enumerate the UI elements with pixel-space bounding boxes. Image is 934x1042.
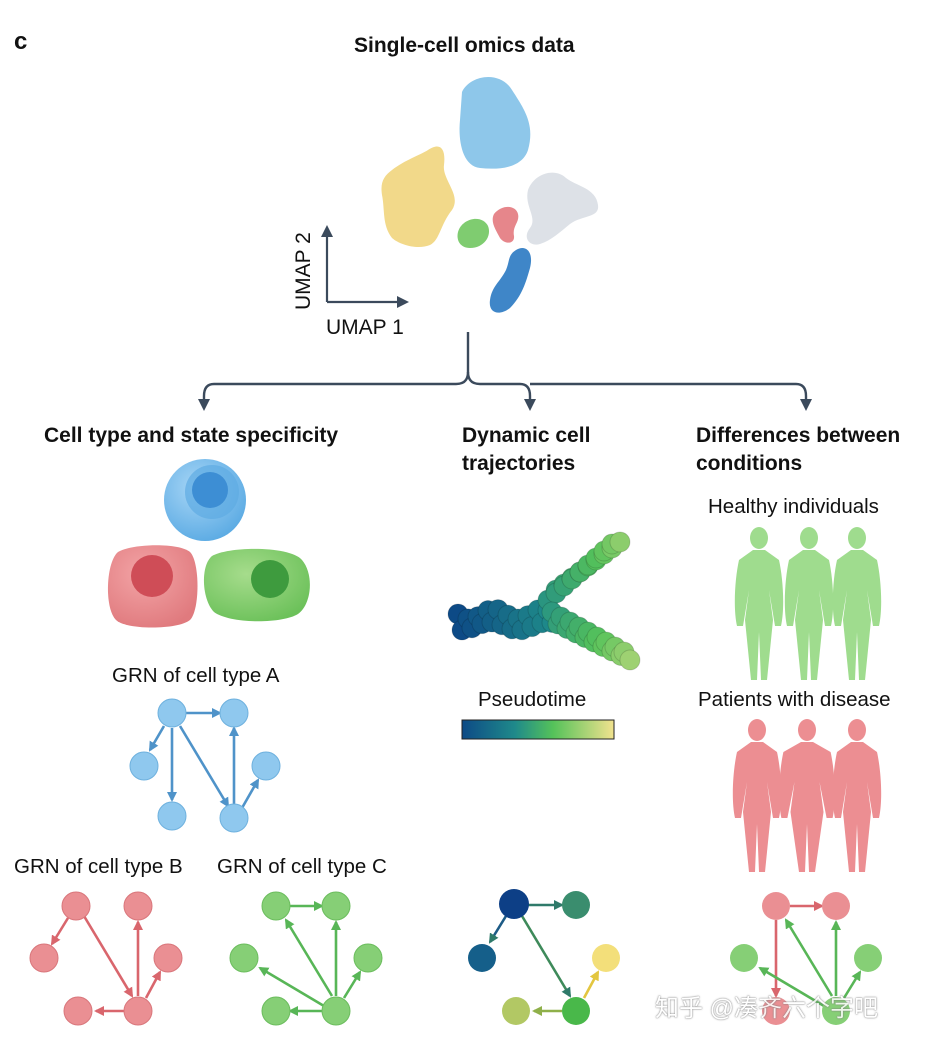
patient-figures [732,719,882,872]
human-figure-icon [832,527,882,680]
umap-y-label: UMAP 2 [292,232,315,310]
cluster-blue [459,77,531,169]
branch-title-trajectories-line2: trajectories [462,452,576,475]
grn-condition-nodes [730,892,882,1025]
branch-title-conditions-line2: conditions [696,452,803,475]
human-figure-icon [732,719,782,872]
umap-x-label: UMAP 1 [326,316,404,339]
panel-label: c [14,28,28,55]
grn-c-network [258,901,362,1016]
cluster-yellow [381,146,455,248]
grn-trajectory-nodes [468,889,620,1025]
grn-condition-network [758,901,862,1008]
pseudotime-colorbar [461,719,615,740]
trajectory-icon [447,531,641,671]
cell-icon-blue [164,459,246,541]
grn-a-nodes [129,698,281,833]
grn-c-nodes [229,891,383,1026]
cluster-green [457,218,490,248]
grn-a-label: GRN of cell type A [112,664,280,687]
branch-title-conditions: Differences between conditions [696,422,900,478]
human-figure-icon [734,527,784,680]
branch-title-conditions-line1: Differences between [696,424,901,447]
branch-title-trajectories-line1: Dynamic cell [462,424,591,447]
grn-a-network [148,708,260,809]
pseudotime-label: Pseudotime [478,688,587,711]
human-figure-icon [784,527,834,680]
watermark: 知乎 @凑齐六个字吧 [655,995,879,1022]
branch-title-trajectories: Dynamic cell trajectories [462,422,590,478]
grn-b-label: GRN of cell type B [14,855,183,878]
human-figure-icon [832,719,882,872]
grn-b-network [50,915,162,1016]
trajectory-cell [619,649,641,671]
cluster-gray [526,172,599,245]
healthy-figures [734,527,882,680]
human-figure-icon [779,719,835,872]
grn-b-nodes [29,891,183,1026]
cluster-darkblue [489,248,532,313]
page-title: Single-cell omics data [354,34,575,57]
cluster-red [492,206,519,243]
cell-icons [107,459,310,628]
healthy-label: Healthy individuals [708,495,879,518]
branch-connector [198,332,812,411]
trajectory-cell [609,531,631,553]
grn-trajectory-network [488,900,600,1016]
grn-c-label: GRN of cell type C [217,855,387,878]
cell-icon-red [107,545,198,628]
patients-label: Patients with disease [698,688,891,711]
umap-plot [321,77,599,313]
branch-title-cell-type: Cell type and state specificity [44,424,339,447]
cell-icon-green [203,548,310,622]
